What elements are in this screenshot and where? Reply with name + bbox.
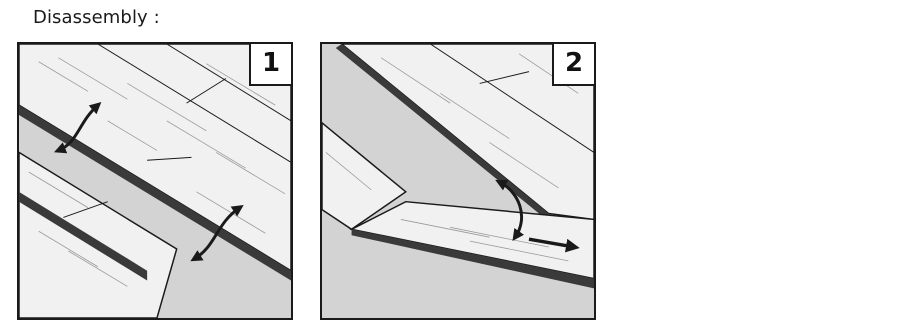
- step-number-badge: 2: [552, 42, 596, 86]
- step-number-badge: 1: [249, 42, 293, 86]
- section-title: Disassembly :: [33, 7, 160, 28]
- step-2-illustration: 2: [320, 42, 596, 320]
- step-1-illustration: 1: [17, 42, 293, 320]
